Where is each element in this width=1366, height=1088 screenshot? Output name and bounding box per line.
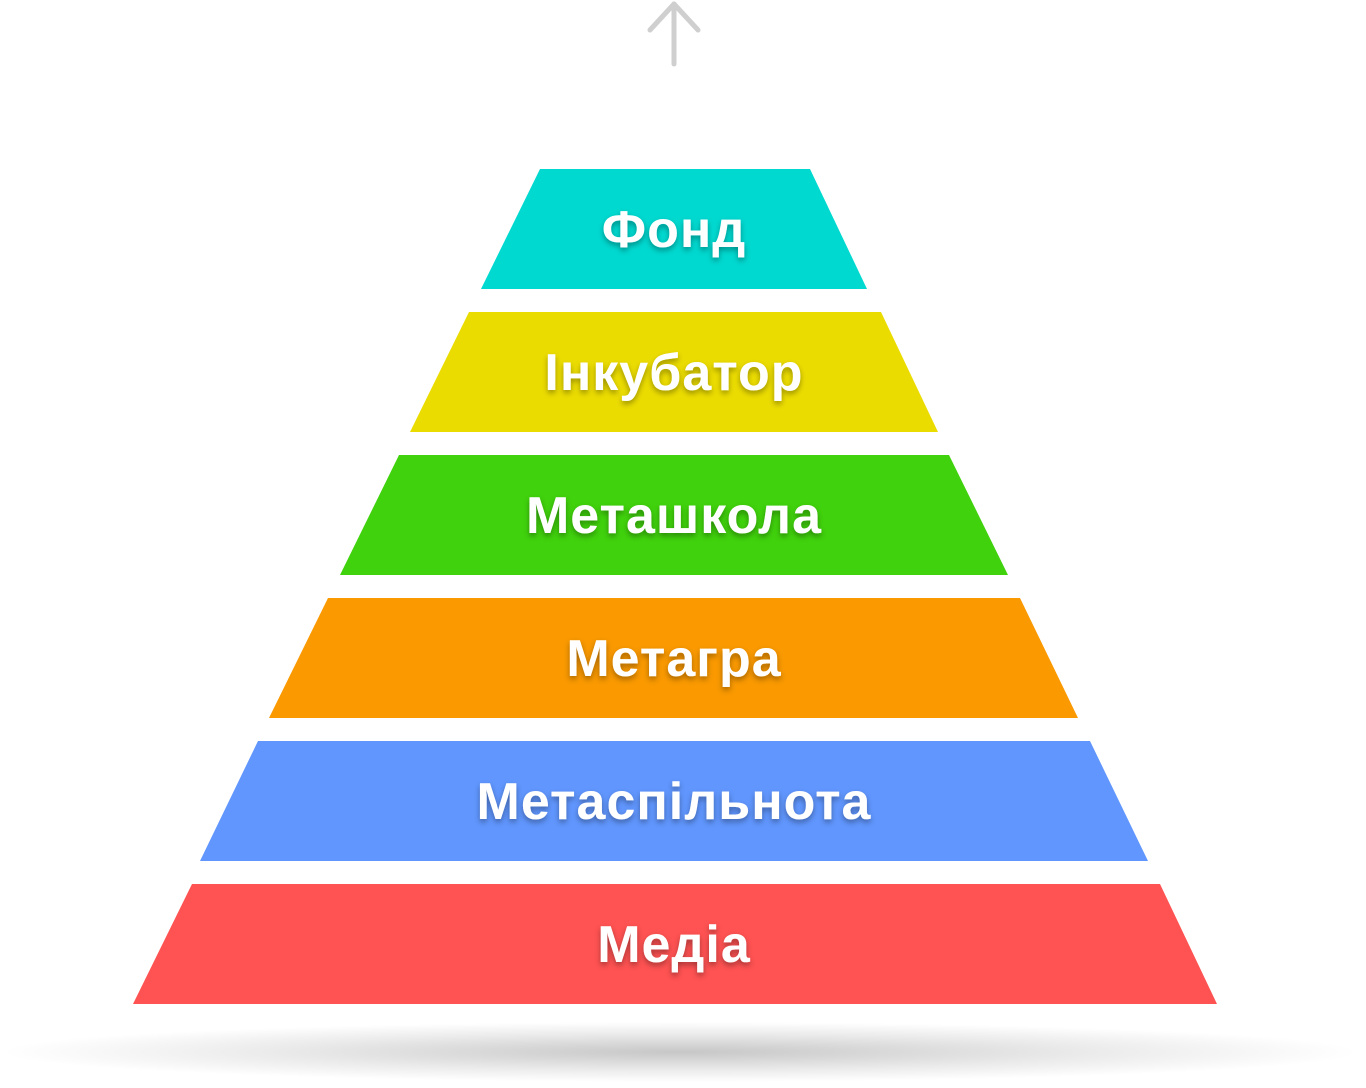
tier-4-label: Метагра xyxy=(566,630,781,688)
tier-4-shape xyxy=(269,598,1078,718)
tier-2-shape xyxy=(410,312,938,432)
tier-6-shape xyxy=(133,884,1217,1004)
tier-1-label: Фонд xyxy=(602,201,747,259)
tier-1: Фонд xyxy=(481,169,867,289)
tier-2: Інкубатор xyxy=(410,312,938,432)
tier-2-label: Інкубатор xyxy=(544,344,803,402)
tier-3: Меташкола xyxy=(340,455,1008,575)
tier-4: Метагра xyxy=(269,598,1078,718)
tier-3-shape xyxy=(340,455,1008,575)
up-arrow-icon xyxy=(647,1,701,67)
tier-6-label: Медіа xyxy=(597,916,751,974)
tier-6: Медіа xyxy=(133,884,1217,1004)
tier-5-label: Метаспільнота xyxy=(477,773,872,831)
tier-5-shape xyxy=(200,741,1148,861)
tier-3-label: Меташкола xyxy=(526,487,822,545)
pyramid-tiers: ФондІнкубаторМеташколаМетаграМетаспільно… xyxy=(133,169,1217,1004)
tier-5: Метаспільнота xyxy=(200,741,1148,861)
tier-1-shape xyxy=(481,169,867,289)
pyramid-floor-shadow xyxy=(0,1022,1360,1082)
